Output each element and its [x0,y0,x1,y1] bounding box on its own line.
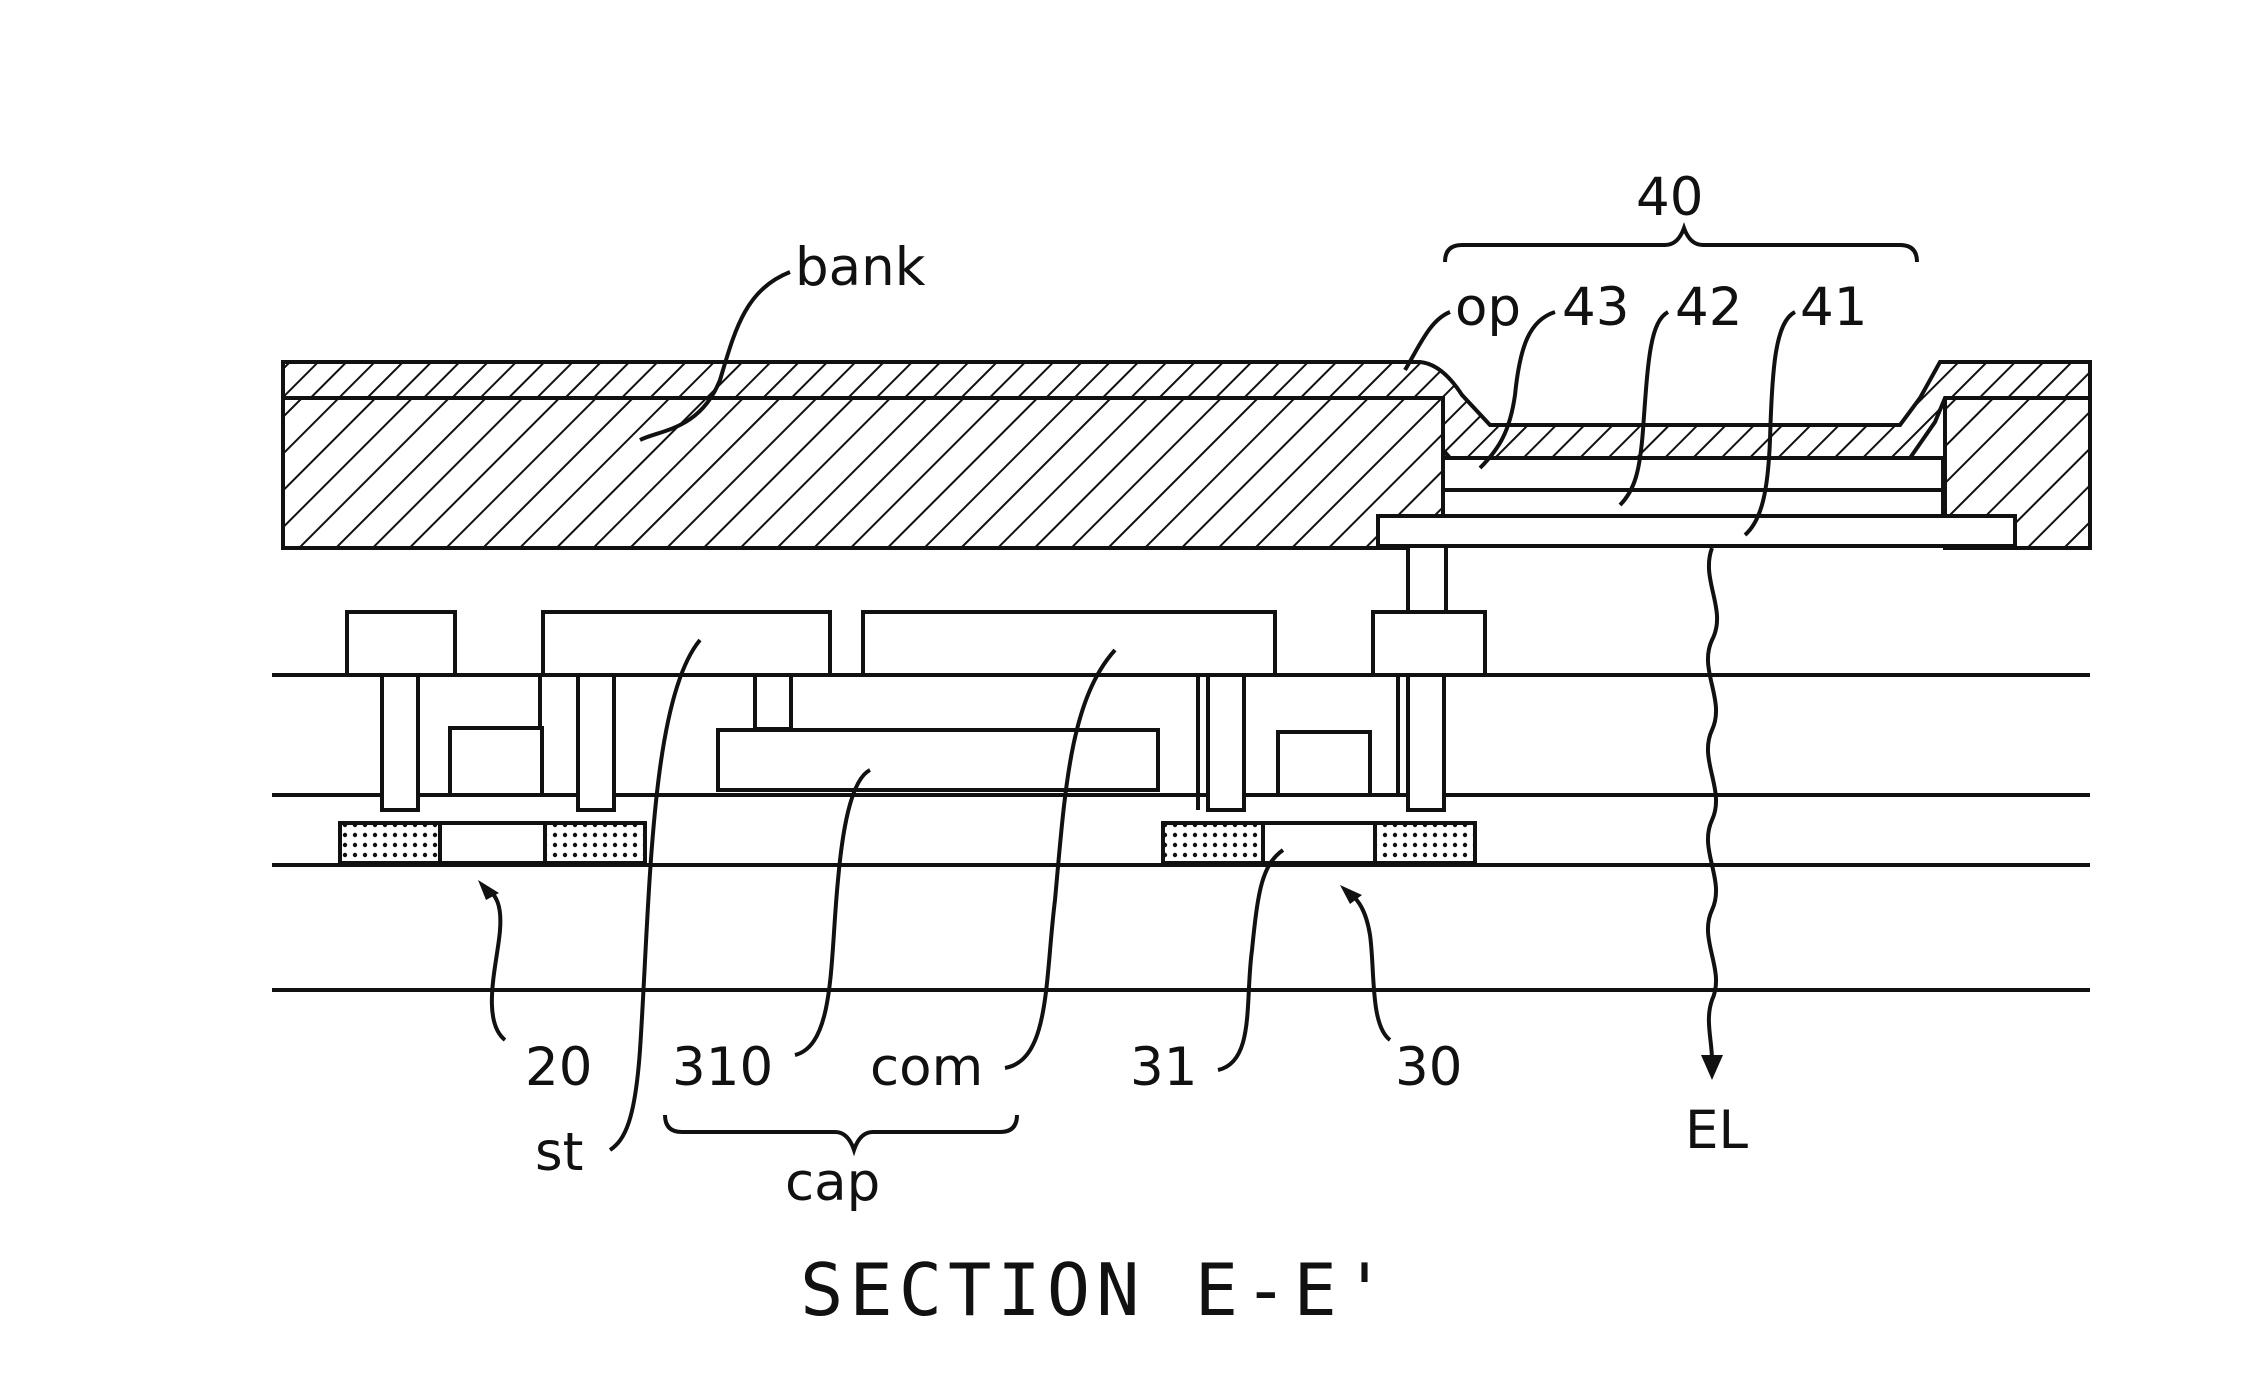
leader-op [1405,312,1450,370]
label-st: st [535,1122,583,1183]
el-arrow [1701,1055,1723,1080]
label-20: 20 [525,1037,592,1098]
channel-31 [1263,823,1375,863]
leader-310 [795,770,870,1055]
label-40: 40 [1636,167,1703,228]
label-42: 42 [1675,277,1742,338]
leader-31 [1218,850,1283,1070]
leader-20 [487,888,505,1040]
el-emission-line [1708,548,1717,1060]
channel-20 [440,823,545,863]
pad-left [347,612,455,675]
drain-30 [1375,823,1475,863]
contact-20-left [382,675,418,810]
label-bank: bank [795,237,926,298]
label-com: com [870,1037,983,1098]
leader-com [1005,650,1115,1068]
label-cap: cap [785,1152,880,1213]
top-metal [347,612,1485,675]
via-to-electrode [1408,546,1446,612]
contact-30-right [1408,675,1444,810]
layer-42 [1443,490,1943,516]
el-stack [1378,458,2015,546]
drain-20 [545,823,645,863]
gates [418,675,1398,810]
figure-caption: SECTION E-E' [800,1248,1392,1332]
contact-30-left [1208,675,1244,810]
label-43: 43 [1562,277,1629,338]
contact-cap [755,675,791,729]
capacitor-electrode-310 [718,730,1158,790]
pad-common [863,612,1275,675]
gate-20 [450,728,542,795]
gate-30 [1278,732,1370,795]
brace-40 [1445,228,1917,262]
label-31: 31 [1130,1037,1197,1098]
label-310: 310 [672,1037,773,1098]
contact-20-right [578,675,614,810]
pad-drain [1373,612,1485,675]
label-41: 41 [1800,277,1867,338]
label-30: 30 [1395,1037,1462,1098]
label-op: op [1455,277,1521,338]
label-el: EL [1685,1100,1748,1161]
semiconductor [340,823,1475,863]
source-20 [340,823,440,863]
layer-43 [1443,458,1943,490]
source-30 [1163,823,1263,863]
leader-30 [1350,893,1390,1040]
brace-cap [665,1115,1017,1150]
layer-41-pixel-electrode [1378,516,2015,546]
bank-left [283,398,1443,548]
